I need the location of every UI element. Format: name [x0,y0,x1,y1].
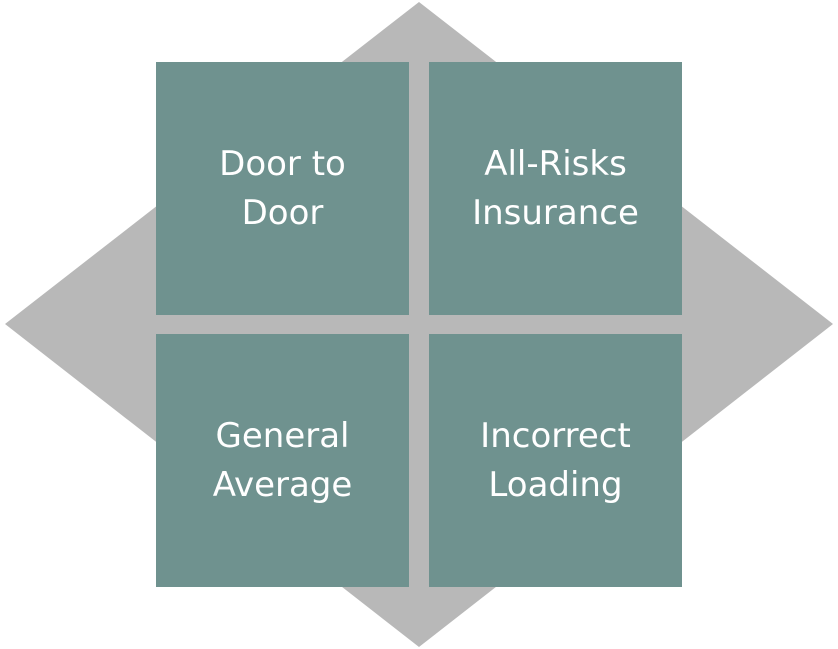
diamond-shape [5,2,833,647]
tile-door-to-door: Door to Door [156,62,409,315]
tile-label: Door to Door [219,143,346,233]
tile-general-average: General Average [156,334,409,587]
tile-incorrect-loading: Incorrect Loading [429,334,682,587]
tile-all-risks-insurance: All-Risks Insurance [429,62,682,315]
tile-label: All-Risks Insurance [472,143,639,233]
tile-label: General Average [212,415,353,505]
tile-label: Incorrect Loading [480,415,631,505]
